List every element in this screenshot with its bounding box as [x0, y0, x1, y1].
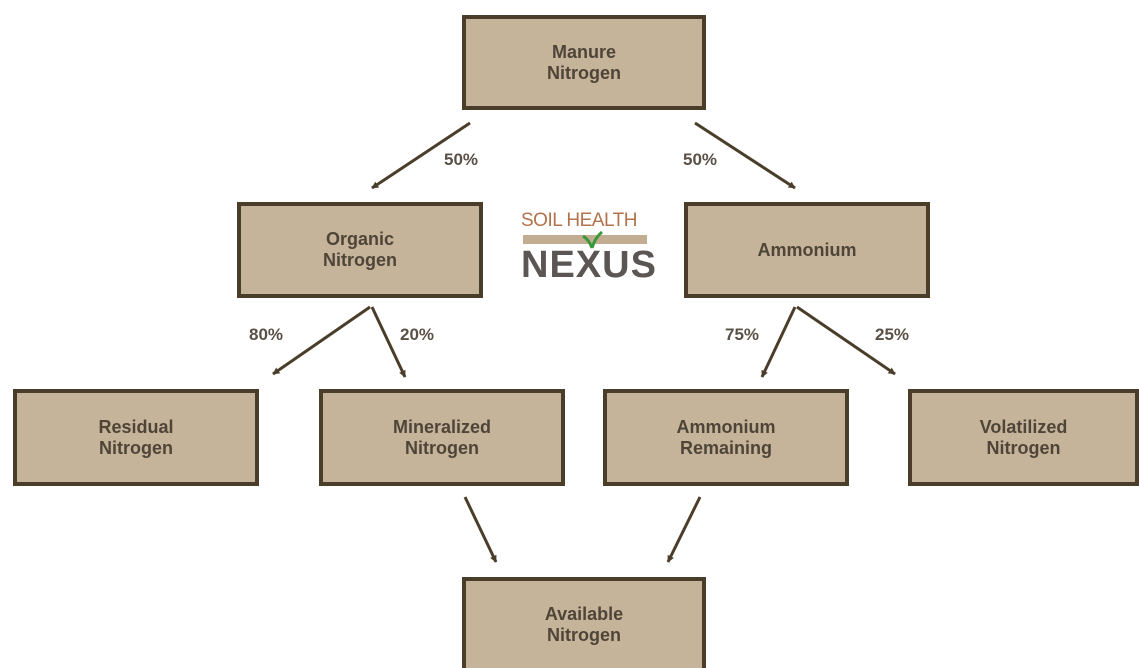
node-manure-nitrogen: Manure Nitrogen	[462, 15, 706, 110]
node-organic-nitrogen: Organic Nitrogen	[237, 202, 483, 298]
label-manure-to-organic: 50%	[444, 150, 479, 169]
leaf-icon	[582, 230, 603, 249]
node-mineralized-nitrogen: Mineralized Nitrogen	[319, 389, 565, 486]
label-ammonium-to-volatilized: 25%	[875, 325, 910, 344]
node-ammonium-remaining: Ammonium Remaining	[603, 389, 849, 486]
logo-text-nexus: NEXUS	[521, 244, 657, 286]
arrow-ammonium-to-volatilized	[796, 305, 896, 376]
arrow-organic-to-residual	[272, 305, 371, 376]
soil-health-nexus-logo: SOIL HEALTH NEXUS	[521, 210, 656, 290]
node-available-nitrogen: Available Nitrogen	[462, 577, 706, 668]
node-ammonium: Ammonium	[684, 202, 930, 298]
arrow-ammonium-to-remaining	[760, 306, 797, 378]
logo-text-soil-health: SOIL HEALTH	[521, 210, 637, 231]
label-ammonium-to-remaining: 75%	[725, 325, 760, 344]
arrow-manure-to-ammonium	[694, 121, 796, 190]
label-organic-to-residual: 80%	[249, 325, 284, 344]
arrow-organic-to-mineralized	[370, 306, 407, 378]
node-residual-nitrogen: Residual Nitrogen	[13, 389, 259, 486]
arrow-remaining-to-available	[666, 496, 702, 563]
label-organic-to-mineralized: 20%	[400, 325, 435, 344]
arrow-manure-to-organic	[371, 121, 471, 190]
node-volatilized-nitrogen: Volatilized Nitrogen	[908, 389, 1139, 486]
arrow-mineralized-to-available	[463, 496, 498, 563]
label-manure-to-ammonium: 50%	[683, 150, 718, 169]
